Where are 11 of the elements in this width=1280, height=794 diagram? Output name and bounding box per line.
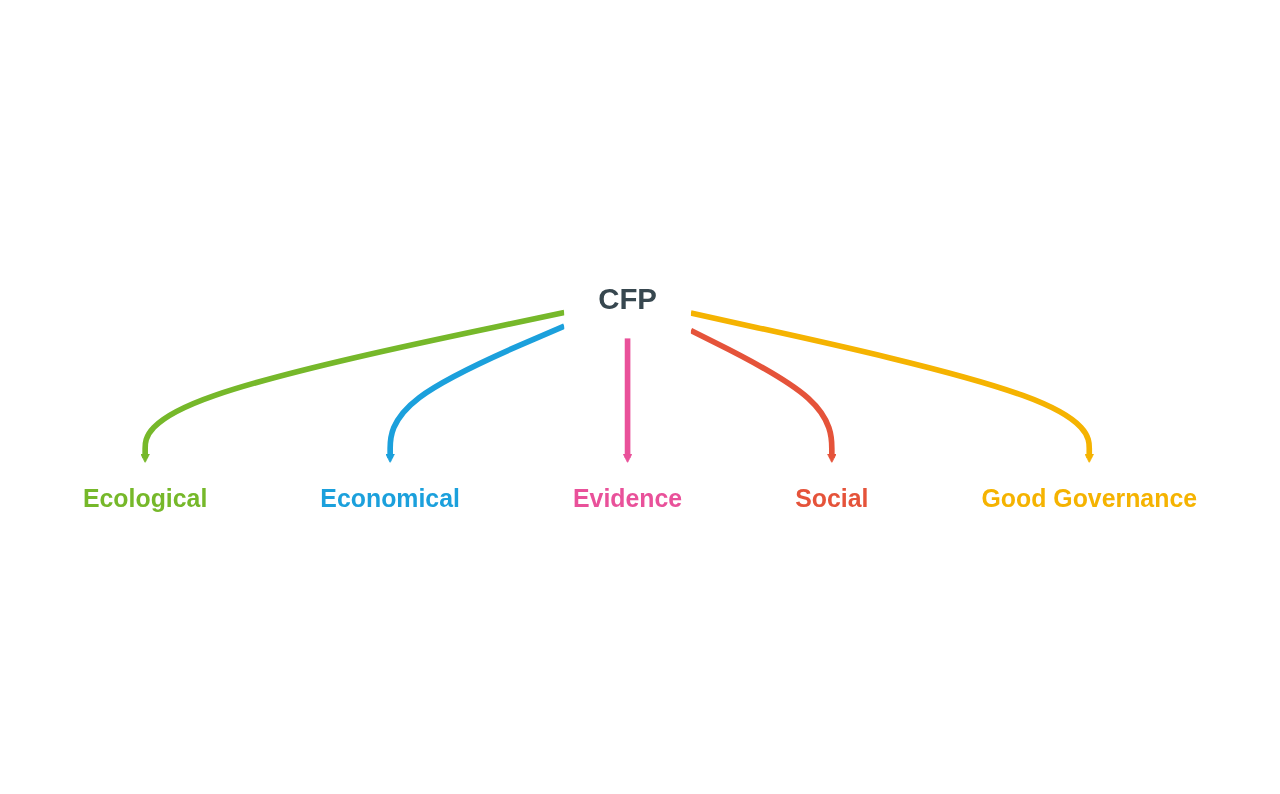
node-text: Ecological [82, 484, 208, 513]
node-text: Economical [320, 484, 460, 513]
arrow [622, 338, 633, 463]
arrow [140, 309, 565, 463]
node-text: CFP [598, 281, 657, 316]
node-text: Good Governance [981, 484, 1198, 513]
arrow [690, 310, 1095, 463]
arrow [385, 323, 566, 463]
arrow [689, 328, 837, 463]
node-text: Social [795, 484, 869, 513]
node-text: Evidence [572, 484, 683, 513]
